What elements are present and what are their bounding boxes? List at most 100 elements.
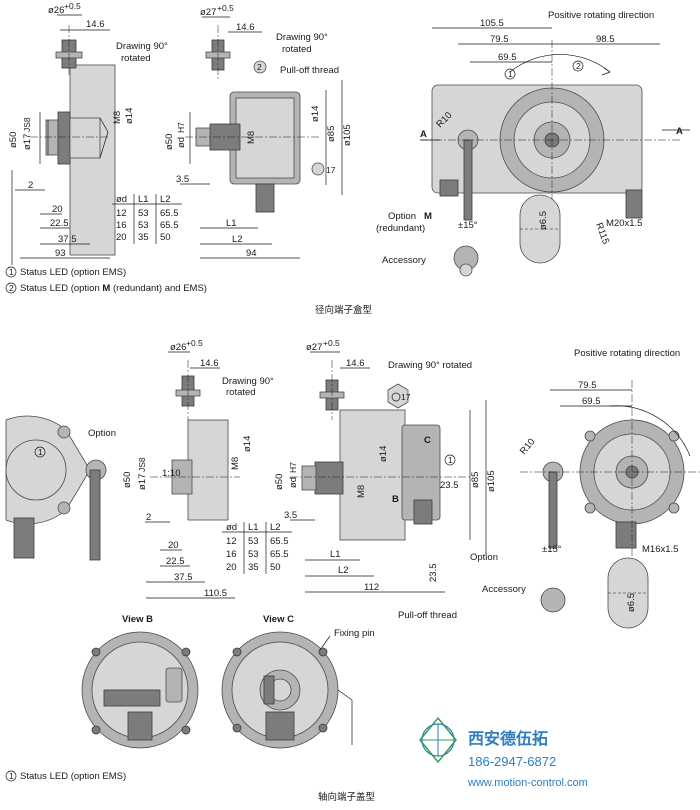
view-c-title: View C (263, 614, 294, 625)
top-legend-2-num: 2 (9, 283, 14, 293)
top-left-view: ø26 +0.5 14.6 Drawing 90° rotated ø50 ø1… (8, 1, 168, 265)
top-right-pm15: ±15° (458, 220, 478, 231)
bottom-right-m16: M16x1.5 (642, 544, 678, 555)
top-right-accessory: Accessory (382, 255, 426, 266)
top-left-d2: 2 (28, 180, 33, 191)
bottom-table-r1c1: 53 (248, 549, 259, 560)
top-legend-1-num: 1 (9, 267, 14, 277)
bottom-right-d6-5: ø6.5 (626, 593, 637, 612)
watermark-company: 西安德伍拓 (468, 729, 548, 748)
bottom-left-m8: M8 (230, 457, 241, 470)
top-right-callout2: 2 (576, 61, 581, 71)
top-mid-d50: ø50 (164, 134, 175, 150)
bottom-right-r10: R10 (518, 436, 538, 456)
bottom-table-r1c2: 65.5 (270, 549, 289, 560)
bottom-right-d69-5: 69.5 (582, 396, 601, 407)
top-right-a-right: A (676, 126, 683, 137)
bottom-left-view: ø26 +0.5 14.6 Drawing 90° rotated ø50 ø1… (122, 338, 292, 599)
top-table-r1c0: 16 (116, 220, 127, 231)
bottom-mid-callout1: 1 (448, 455, 453, 465)
bottom-mid-b: B (392, 494, 399, 505)
bottom-left-ratio: 1:10 (162, 468, 181, 479)
top-mid-dim-table: ød L1 L2 12 53 65.5 16 53 65.5 20 35 50 (112, 194, 182, 244)
top-mid-note: Drawing 90° (276, 32, 328, 43)
bottom-caption: 轴向端子盖型 (318, 791, 376, 803)
bottom-mid-option: Option (470, 552, 498, 563)
bottom-table-r0c1: 53 (248, 536, 259, 547)
bottom-mid-d112: 112 (364, 582, 379, 593)
top-mid-callout17: 17 (326, 165, 336, 175)
bottom-mid-d27-tol: +0.5 (323, 338, 340, 348)
bottom-mid-d14-6: 14.6 (346, 358, 365, 369)
bottom-mid-dd-tol: H7 (288, 462, 298, 473)
bottom-left-d37-5: 37.5 (174, 572, 193, 583)
top-left-note2: rotated (121, 53, 151, 64)
top-left-d93: 93 (55, 248, 66, 259)
bottom-mid-c: C (424, 435, 431, 446)
top-mid-d14-6: 14.6 (236, 22, 255, 33)
top-mid-dd: ød (176, 137, 187, 148)
bottom-left-d26: ø26 (170, 342, 186, 353)
top-right-d105-5: 105.5 (480, 18, 504, 29)
watermark: 西安德伍拓 186-2947-6872 www.motion-control.c… (419, 716, 588, 789)
bottom-table-r2c0: 20 (226, 562, 237, 573)
bottom-mid-d14: ø14 (378, 446, 389, 462)
top-left-m8: M8 (112, 111, 123, 124)
top-mid-d27: ø27 (200, 7, 216, 18)
top-mid-d85: ø85 (326, 126, 337, 142)
top-right-d69-5: 69.5 (498, 52, 517, 63)
top-left-d14: ø14 (124, 108, 135, 124)
top-table-r1c2: 65.5 (160, 220, 179, 231)
top-right-option: Option (388, 211, 416, 222)
bottom-middle-view: ø27 +0.5 14.6 Drawing 90° rotated 17 C B… (274, 338, 498, 621)
bottom-mid-d27: ø27 (306, 342, 322, 353)
bottom-mid-d23-5a: 23.5 (440, 480, 459, 491)
view-c: View C Fixing pin (221, 614, 375, 749)
top-mid-pulloff: Pull-off thread (280, 65, 339, 76)
bottom-mid-l2: L2 (338, 565, 349, 576)
top-right-callout1: 1 (508, 69, 513, 79)
top-left-d14-6: 14.6 (86, 19, 105, 30)
bottom-right-view: Positive rotating direction 79.5 69.5 R1… (482, 348, 700, 629)
top-middle-view: ø27 +0.5 14.6 Drawing 90° rotated 2 Pull… (112, 3, 353, 259)
top-table-r2c0: 20 (116, 232, 127, 243)
bottom-table-h2: L2 (270, 522, 281, 533)
top-legend-2-pre: Status LED (option (20, 283, 102, 294)
bottom-right-title: Positive rotating direction (574, 348, 680, 359)
top-left-d26: ø26 (48, 5, 64, 16)
bottom-table-r2c1: 35 (248, 562, 259, 573)
top-table-h2: L2 (160, 194, 171, 205)
bottom-left-d50: ø50 (122, 472, 133, 488)
bottom-mid-note: Drawing 90° rotated (388, 360, 472, 371)
watermark-phone: 186-2947-6872 (468, 754, 556, 769)
watermark-url: www.motion-control.com (467, 777, 588, 789)
bottom-mid-d50: ø50 (274, 474, 285, 490)
top-right-redundant: (redundant) (376, 223, 425, 234)
top-mid-m8: M8 (246, 131, 257, 144)
bottom-table-r1c0: 16 (226, 549, 237, 560)
bottom-mid-callout17: 17 (401, 392, 411, 402)
top-right-option-m: M (424, 211, 432, 222)
top-left-d50: ø50 (8, 132, 19, 148)
top-right-m20: M20x1.5 (606, 218, 642, 229)
top-mid-d27-tol: +0.5 (217, 3, 234, 13)
top-caption: 径向端子盒型 (315, 304, 373, 316)
top-left-d22-5: 22.5 (50, 218, 69, 229)
bottom-left-d17-tol: JS8 (137, 457, 147, 472)
bottom-left-d17: ø17 (137, 474, 148, 490)
bottom-legend-1-text: Status LED (option EMS) (20, 771, 126, 782)
view-b-title: View B (122, 614, 153, 625)
top-legend-1-text: Status LED (option EMS) (20, 267, 126, 278)
top-left-d20: 20 (52, 204, 63, 215)
bottom-legend: 1 Status LED (option EMS) (5, 770, 126, 782)
top-table-r0c2: 65.5 (160, 208, 179, 219)
bottom-mid-m8: M8 (356, 485, 367, 498)
top-mid-callout2: 2 (257, 62, 262, 72)
bottom-left-d20: 20 (168, 540, 179, 551)
bottom-left-d22-5: 22.5 (166, 556, 185, 567)
bottom-mid-d3-5: 3.5 (284, 510, 297, 521)
bottom-left-d110-5: 110.5 (204, 588, 227, 599)
view-b: View B (81, 614, 199, 749)
top-table-r1c1: 53 (138, 220, 149, 231)
bottom-far-left-callout1: 1 (38, 447, 43, 457)
